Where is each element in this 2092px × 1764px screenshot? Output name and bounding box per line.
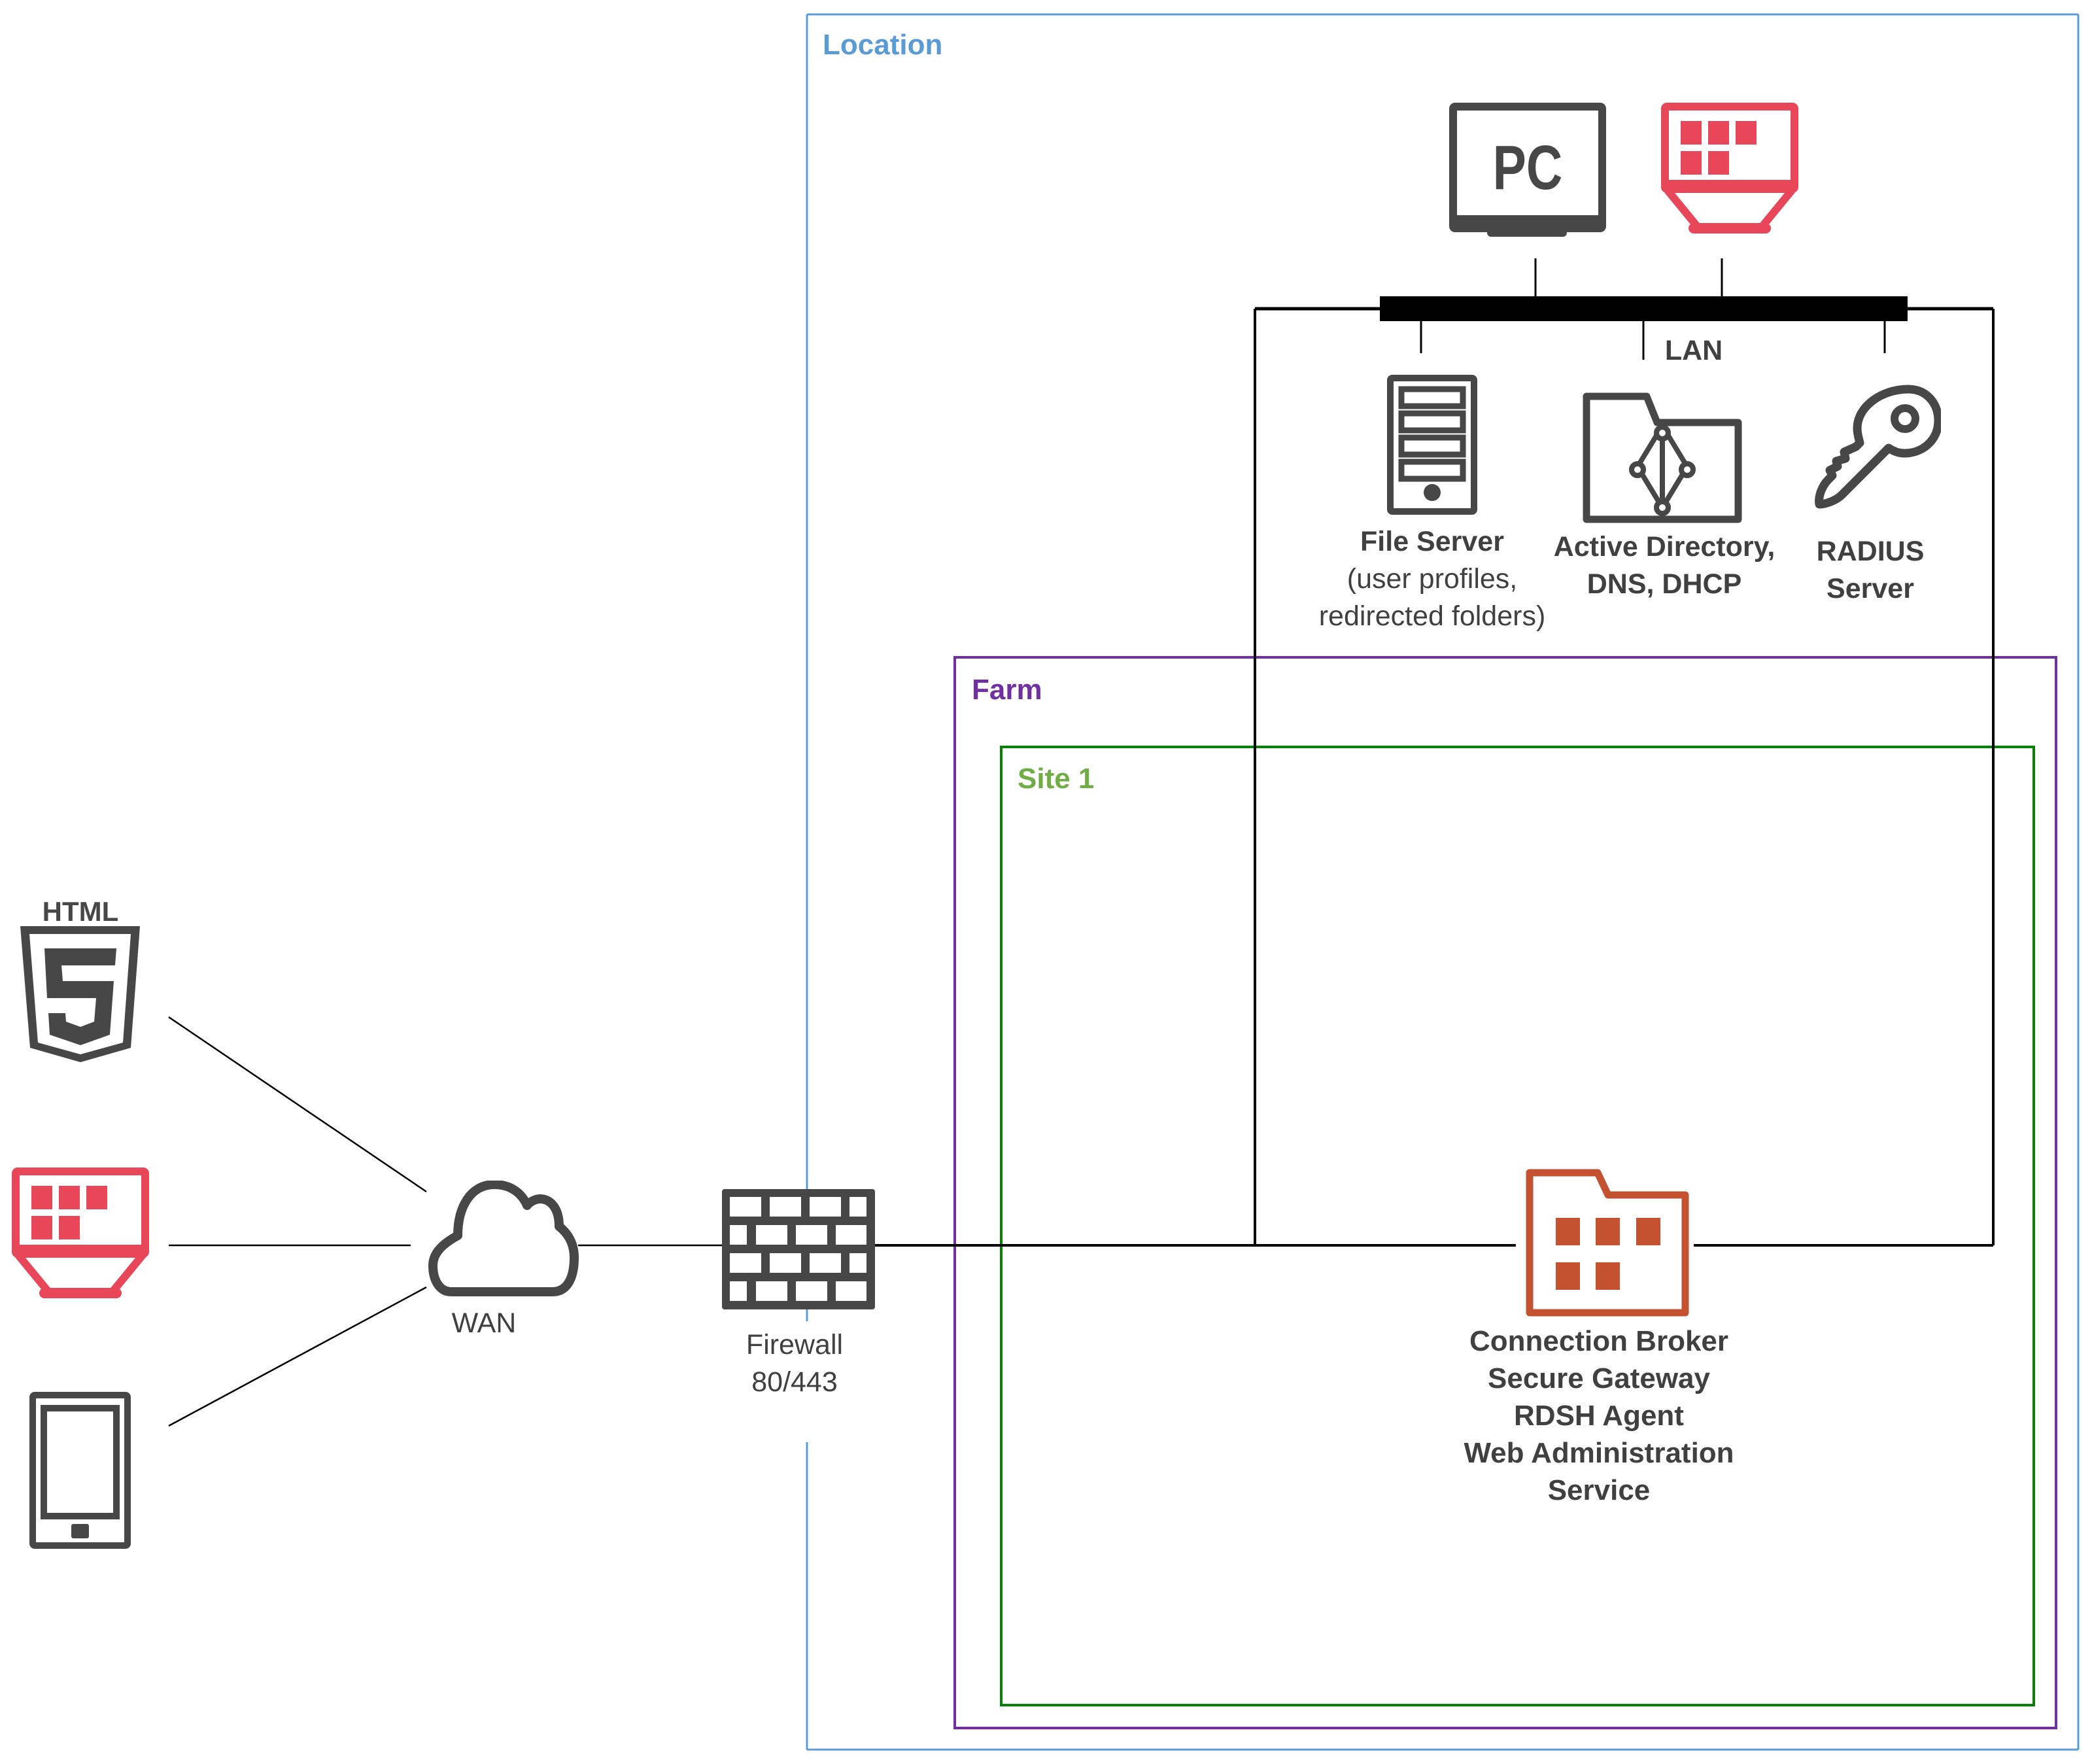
tablet-icon [29, 1392, 131, 1549]
file-server-label: File Server (user profiles, redirected f… [1288, 523, 1576, 635]
broker-role: Connection Broker [1469, 1325, 1729, 1357]
link-html5-wan [168, 1016, 427, 1193]
firewall-icon [722, 1189, 875, 1309]
location-box [806, 13, 2080, 1751]
file-server-title: File Server [1360, 526, 1504, 557]
broker-role: Service [1547, 1474, 1651, 1506]
broker-roles: Connection Broker Secure Gateway RDSH Ag… [1435, 1323, 1762, 1509]
file-server-sub1: (user profiles, [1346, 563, 1518, 595]
farm-label: Farm [972, 674, 1042, 706]
server-tower-icon [1387, 375, 1477, 515]
firewall-label-ports: 80/443 [751, 1366, 838, 1398]
lan-bus [1380, 296, 1908, 321]
firewall-label: Firewall 80/443 [729, 1326, 860, 1401]
active-directory-line2: DNS, DHCP [1586, 568, 1742, 600]
wan-label: WAN [451, 1307, 517, 1339]
pc-monitor-icon: PC [1449, 103, 1606, 237]
lan-label: LAN [1664, 335, 1723, 366]
broker-role: Secure Gateway [1488, 1362, 1710, 1394]
farm-box [953, 656, 2057, 1729]
directory-folder-icon [1583, 392, 1742, 523]
broker-folder-icon [1526, 1169, 1689, 1317]
html5-icon: HTML [20, 897, 140, 1062]
html5-badge-text: HTML [43, 897, 119, 927]
location-label: Location [823, 29, 943, 61]
site-box [1000, 746, 2035, 1706]
pc-text: PC [1493, 133, 1563, 203]
site-label: Site 1 [1018, 763, 1095, 795]
thin-client-icon [12, 1167, 149, 1298]
lan-thin-client-icon [1661, 103, 1798, 233]
file-server-sub2: redirected folders) [1318, 600, 1546, 632]
active-directory-line1: Active Directory, [1553, 531, 1775, 562]
broker-role: RDSH Agent [1514, 1400, 1684, 1432]
cloud-icon [428, 1181, 579, 1296]
broker-role: Web Administration [1464, 1437, 1734, 1469]
radius-line1: RADIUS [1816, 536, 1925, 567]
active-directory-label: Active Directory, DNS, DHCP [1524, 528, 1805, 603]
radius-line2: Server [1826, 573, 1914, 604]
radius-label: RADIUS Server [1805, 533, 1936, 608]
key-icon [1815, 385, 1941, 509]
link-tablet-wan [168, 1286, 427, 1427]
firewall-label-name: Firewall [746, 1329, 844, 1360]
